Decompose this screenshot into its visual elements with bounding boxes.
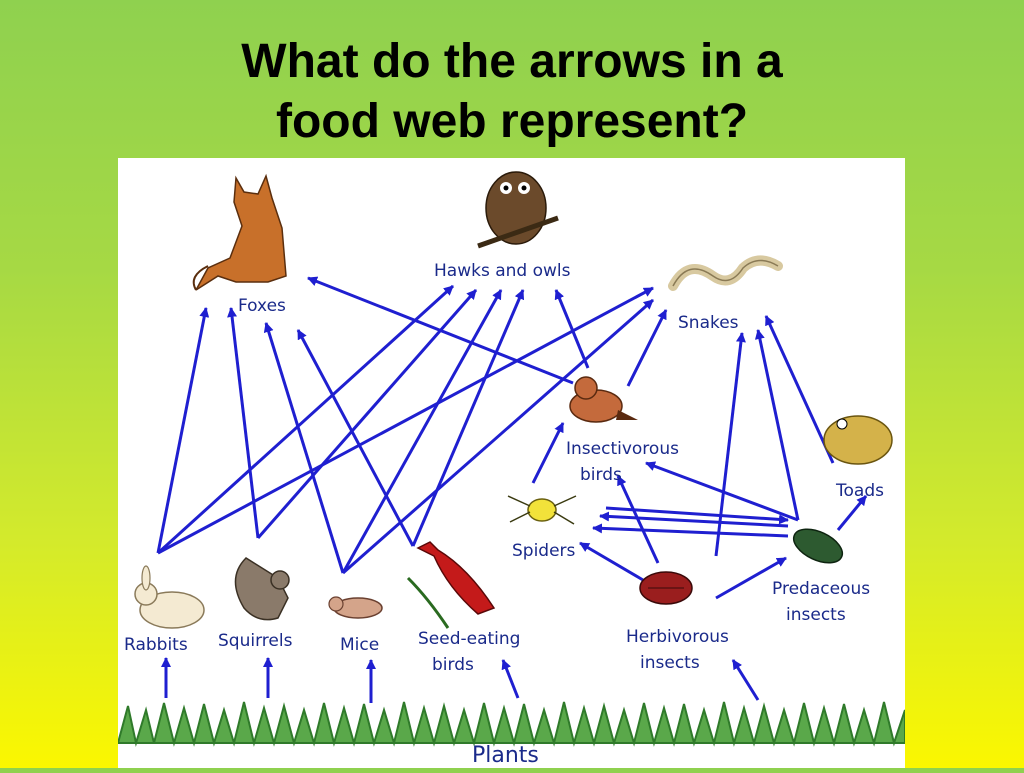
- grass-icon: [116, 701, 906, 747]
- label-seed-eating-2: birds: [432, 655, 474, 675]
- arrow-seedbirds-foxes: [296, 329, 415, 547]
- snake-icon: [668, 255, 783, 291]
- food-web-panel: Foxes Hawks and owls Snakes Insectivorou…: [116, 158, 906, 768]
- label-predaceous-1: Predaceous: [772, 579, 870, 599]
- label-hawks-owls: Hawks and owls: [434, 261, 571, 281]
- beetle-icon: [792, 528, 844, 564]
- arrow-spiders-predaceous: [605, 506, 789, 525]
- arrow-rabbits-foxes: [156, 307, 210, 554]
- label-rabbits: Rabbits: [124, 635, 188, 655]
- label-seed-eating-1: Seed-eating: [418, 629, 520, 649]
- cardinal-icon: [406, 541, 496, 629]
- label-herbivorous-1: Herbivorous: [626, 627, 729, 647]
- squirrel-icon: [234, 557, 290, 621]
- slide-title: What do the arrows in a food web represe…: [0, 32, 1024, 152]
- arrow-predaceous-insectbirds: [645, 461, 799, 522]
- owl-icon: [477, 171, 559, 249]
- arrow-predaceous-toads: [836, 495, 868, 531]
- arrow-herbivorous-spiders: [579, 541, 644, 582]
- label-squirrels: Squirrels: [218, 631, 293, 651]
- arrow-mice-snakes: [342, 298, 654, 575]
- arrow-spiders-insectbirds: [531, 422, 565, 484]
- label-spiders: Spiders: [512, 541, 576, 561]
- arrow-mice-hawks: [341, 289, 503, 574]
- arrow-toads-snakes: [764, 315, 835, 464]
- arrow-seedbirds-hawks: [411, 289, 525, 547]
- label-predaceous-2: insects: [786, 605, 846, 625]
- arrow-predaceous-spiders-2: [599, 511, 789, 528]
- arrow-rabbits-snakes: [157, 286, 654, 555]
- arrow-insectbirds-snakes: [626, 309, 668, 387]
- insectivorous-bird-icon: [569, 376, 638, 423]
- mouse-icon: [328, 596, 383, 619]
- arrow-squirrels-foxes: [227, 307, 260, 539]
- arrow-rabbits-hawks: [156, 284, 455, 555]
- arrow-predaceous-snakes: [754, 329, 800, 521]
- arrows: [156, 276, 868, 703]
- fox-icon: [192, 173, 287, 291]
- rabbit-icon: [134, 565, 205, 629]
- label-insectivorous-1: Insectivorous: [566, 439, 679, 459]
- spider-icon: [507, 495, 577, 525]
- arrow-herbivorous-predaceous: [715, 556, 787, 600]
- herbivorous-insect-icon: [639, 571, 693, 605]
- label-snakes: Snakes: [678, 313, 739, 333]
- arrow-herbivorous-snakes: [714, 332, 746, 557]
- arrow-predaceous-spiders: [592, 523, 789, 538]
- toad-icon: [823, 415, 893, 465]
- food-web-diagram: Foxes Hawks and owls Snakes Insectivorou…: [116, 171, 906, 768]
- arrow-plants-seedbirds: [501, 659, 520, 699]
- label-foxes: Foxes: [238, 296, 286, 316]
- label-herbivorous-2: insects: [640, 653, 700, 673]
- arrow-insectbirds-hawks: [554, 289, 590, 369]
- arrow-squirrels-hawks: [256, 289, 478, 539]
- label-toads: Toads: [835, 481, 884, 501]
- title-line-2: food web represent?: [275, 95, 749, 148]
- arrow-mice-foxes: [263, 322, 345, 574]
- title-line-1: What do the arrows in a: [241, 35, 783, 88]
- label-insectivorous-2: birds: [580, 465, 622, 485]
- label-plants: Plants: [472, 743, 539, 768]
- arrow-plants-herbivorous: [731, 659, 760, 701]
- label-mice: Mice: [340, 635, 379, 655]
